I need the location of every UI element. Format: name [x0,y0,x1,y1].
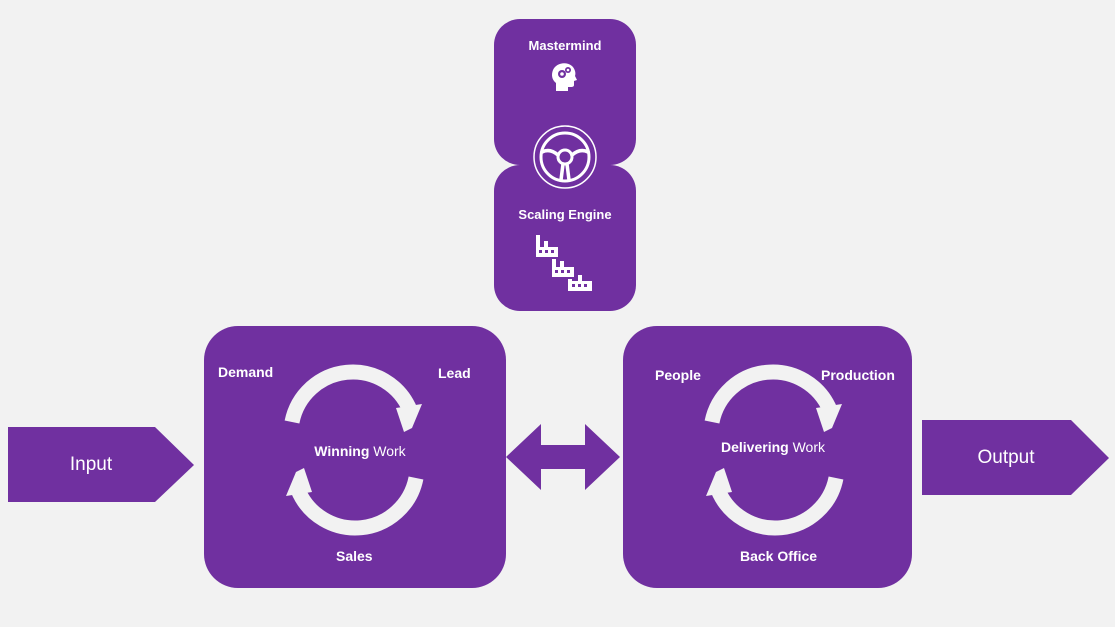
cycle-arrows-icon [284,362,424,538]
winning-work-title-bold: Winning [314,443,370,459]
scaling-engine-label: Scaling Engine [518,207,612,222]
double-arrow-icon [506,424,620,490]
sales-label: Sales [336,548,373,564]
delivering-work-box: People Production Back Office Delivering… [623,326,912,588]
input-label: Input [69,454,113,475]
delivering-work-title: Delivering Work [721,439,825,455]
factory-stairs-icon [534,233,596,291]
mastermind-label: Mastermind [528,38,602,53]
demand-label: Demand [218,364,274,380]
people-label: People [655,367,701,383]
scaling-engine-box: Scaling Engine [494,165,636,311]
input-arrow: Input [8,427,195,503]
production-label: Production [821,367,895,383]
head-gears-icon [550,61,578,93]
winning-work-box: Demand Lead Sales Winning Work [204,326,506,588]
steering-wheel-icon [530,122,600,192]
lead-label: Lead [438,365,471,381]
cycle-arrows-icon [704,362,844,538]
winning-work-title-rest: Work [369,443,406,459]
output-arrow: Output [922,420,1110,496]
delivering-work-title-rest: Work [788,439,826,455]
delivering-work-title-bold: Delivering [720,439,789,455]
back-office-label: Back Office [740,548,818,564]
winning-work-title: Winning Work [314,443,405,459]
output-label: Output [977,447,1035,468]
